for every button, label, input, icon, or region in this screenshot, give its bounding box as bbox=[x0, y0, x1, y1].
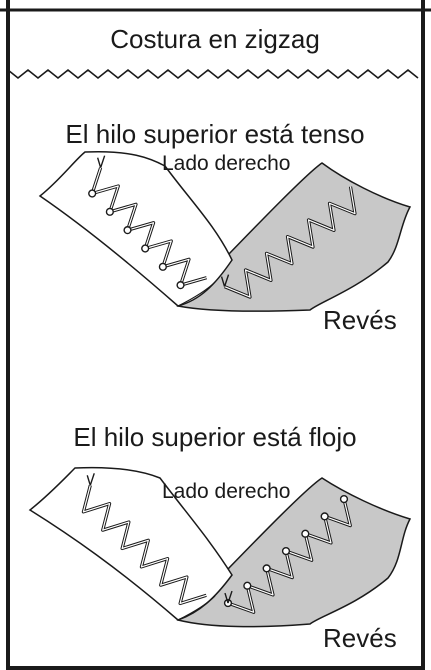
page-title: Costura en zigzag bbox=[110, 24, 320, 54]
p1-front-stitch-knot bbox=[105, 207, 114, 216]
panel-2-fold-line bbox=[177, 595, 216, 621]
p2-back-stitch-knot bbox=[320, 512, 329, 521]
p1-front-stitch-knot bbox=[141, 244, 150, 253]
p1-front-stitch-knot bbox=[176, 281, 185, 290]
panel-2-front-stitches bbox=[81, 473, 207, 606]
panel-2-back-stitches bbox=[223, 494, 352, 614]
p1-back-stitch-tail bbox=[220, 274, 230, 287]
panel-1-heading: El hilo superior está tenso bbox=[65, 119, 364, 149]
p2-back-stitch-knot bbox=[281, 546, 291, 556]
p1-front-stitch-knot bbox=[123, 226, 132, 235]
p1-front-stitch-thread-highlight bbox=[91, 167, 207, 286]
p2-back-stitch-knot bbox=[339, 494, 349, 504]
panel-1-back-stitches bbox=[220, 186, 357, 299]
p2-front-stitch-thread-highlight bbox=[82, 485, 207, 605]
panel-2-back-label: Revés bbox=[323, 623, 397, 653]
p1-front-stitch-knot bbox=[88, 189, 97, 198]
panel-2-front-fabric bbox=[28, 466, 233, 621]
p2-front-stitch-tail bbox=[86, 473, 95, 486]
p1-front-stitch-tail bbox=[96, 155, 106, 168]
panel-2-heading: El hilo superior está flojo bbox=[73, 422, 356, 452]
panel-1-fold-line bbox=[177, 281, 216, 307]
p1-back-stitch-thread-highlight bbox=[224, 186, 356, 298]
p2-back-stitch-knot bbox=[262, 564, 271, 573]
p2-back-stitch-knot bbox=[301, 529, 310, 538]
panel-2-front-label: Lado derecho bbox=[162, 480, 290, 503]
p2-back-stitch-tail bbox=[224, 590, 233, 604]
outer-frame bbox=[6, 0, 425, 670]
zigzag-divider bbox=[7, 68, 419, 80]
panel-1-back-label: Revés bbox=[323, 305, 397, 335]
panel-1-front-label: Lado derecho bbox=[162, 152, 290, 175]
p2-back-stitch-knot bbox=[243, 581, 252, 590]
panel-1-front-stitches bbox=[88, 155, 208, 290]
p1-front-stitch-knot bbox=[158, 262, 167, 271]
